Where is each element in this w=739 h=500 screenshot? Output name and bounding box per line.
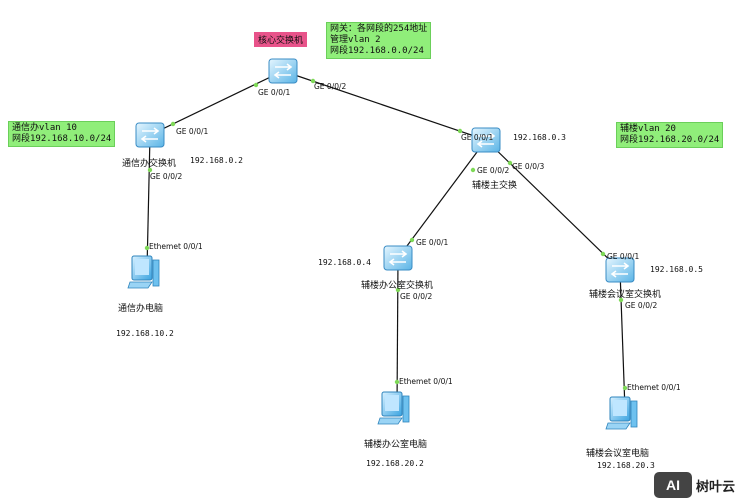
aux-main-switch-name: 辅楼主交换 (472, 181, 518, 191)
links (146, 70, 626, 411)
ip-label: 192.168.10.2 (116, 329, 174, 338)
aux-meeting-pc-icon[interactable] (605, 396, 638, 430)
comm-vlan-note: 通信办vlan 10 网段192.168.10.0/24 (8, 121, 116, 147)
link-main-meeting (485, 139, 621, 271)
port-label: GE 0/0/3 (512, 162, 545, 171)
aux-vlan-note-line: 网段192.168.20.0/24 (620, 135, 720, 145)
watermark: AI 树叶云 (653, 472, 735, 498)
comm-vlan-note-line: 网段192.168.10.0/24 (12, 134, 112, 144)
port-label: GE 0/0/1 (607, 252, 640, 261)
port-label: Ethemet 0/0/1 (399, 377, 453, 386)
gateway-note: 网关：各网段的254地址 管理vlan 2 网段192.168.0.0/24 (326, 22, 432, 59)
comm-switch-name: 通信办交换机 (122, 159, 177, 169)
gateway-note-line: 网段192.168.0.0/24 (330, 46, 424, 56)
aux-meeting-switch-name: 辅楼会议室交换机 (589, 290, 662, 300)
port-label: GE 0/0/2 (400, 292, 433, 301)
ip-label: 192.168.20.3 (597, 461, 655, 470)
ip-label: 192.168.20.2 (366, 459, 424, 468)
aux-office-switch-icon[interactable] (383, 245, 413, 271)
link-core-main (282, 70, 487, 141)
port-label: GE 0/0/1 (461, 133, 494, 142)
port-label: GE 0/0/1 (416, 238, 449, 247)
aux-office-switch-name: 辅楼办公室交换机 (361, 281, 434, 291)
port-label: GE 0/0/2 (477, 166, 510, 175)
aux-meeting-pc-name: 辅楼会议室电脑 (586, 449, 650, 459)
aux-vlan-note: 辅楼vlan 20 网段192.168.20.0/24 (616, 122, 724, 148)
ip-label: 192.168.0.3 (513, 133, 566, 142)
port-label: Ethemet 0/0/1 (627, 383, 681, 392)
port-dots (144, 78, 628, 391)
aux-vlan-note-line: 辅楼vlan 20 (620, 124, 676, 134)
comm-vlan-note-line: 通信办vlan 10 (12, 123, 77, 133)
port-label: GE 0/0/1 (176, 127, 209, 136)
aux-office-pc-name: 辅楼办公室电脑 (364, 440, 428, 450)
port-label: GE 0/0/2 (314, 82, 347, 91)
core-switch-label: 核心交换机 (254, 32, 308, 47)
ip-label: 192.168.0.2 (190, 156, 243, 165)
aux-meeting-switch-icon[interactable] (605, 257, 635, 283)
port-label: GE 0/0/1 (258, 88, 291, 97)
port-label: GE 0/0/2 (150, 172, 183, 181)
comm-pc-name: 通信办电脑 (118, 304, 164, 314)
gateway-note-line: 管理vlan 2 (330, 35, 381, 45)
ip-label: 192.168.0.5 (650, 265, 703, 274)
core-switch-icon[interactable] (268, 58, 298, 84)
port-label: Ethemet 0/0/1 (149, 242, 203, 251)
watermark-text: 树叶云 (695, 479, 735, 495)
port-label: GE 0/0/2 (625, 301, 658, 310)
comm-pc-icon[interactable] (127, 255, 160, 289)
aux-office-pc-icon[interactable] (377, 391, 410, 425)
ip-label: 192.168.0.4 (318, 258, 371, 267)
link-core-comm (149, 70, 284, 136)
watermark-badge: AI (653, 472, 692, 498)
comm-switch-icon[interactable] (135, 122, 165, 148)
gateway-note-line: 网关：各网段的254地址 (330, 24, 428, 34)
